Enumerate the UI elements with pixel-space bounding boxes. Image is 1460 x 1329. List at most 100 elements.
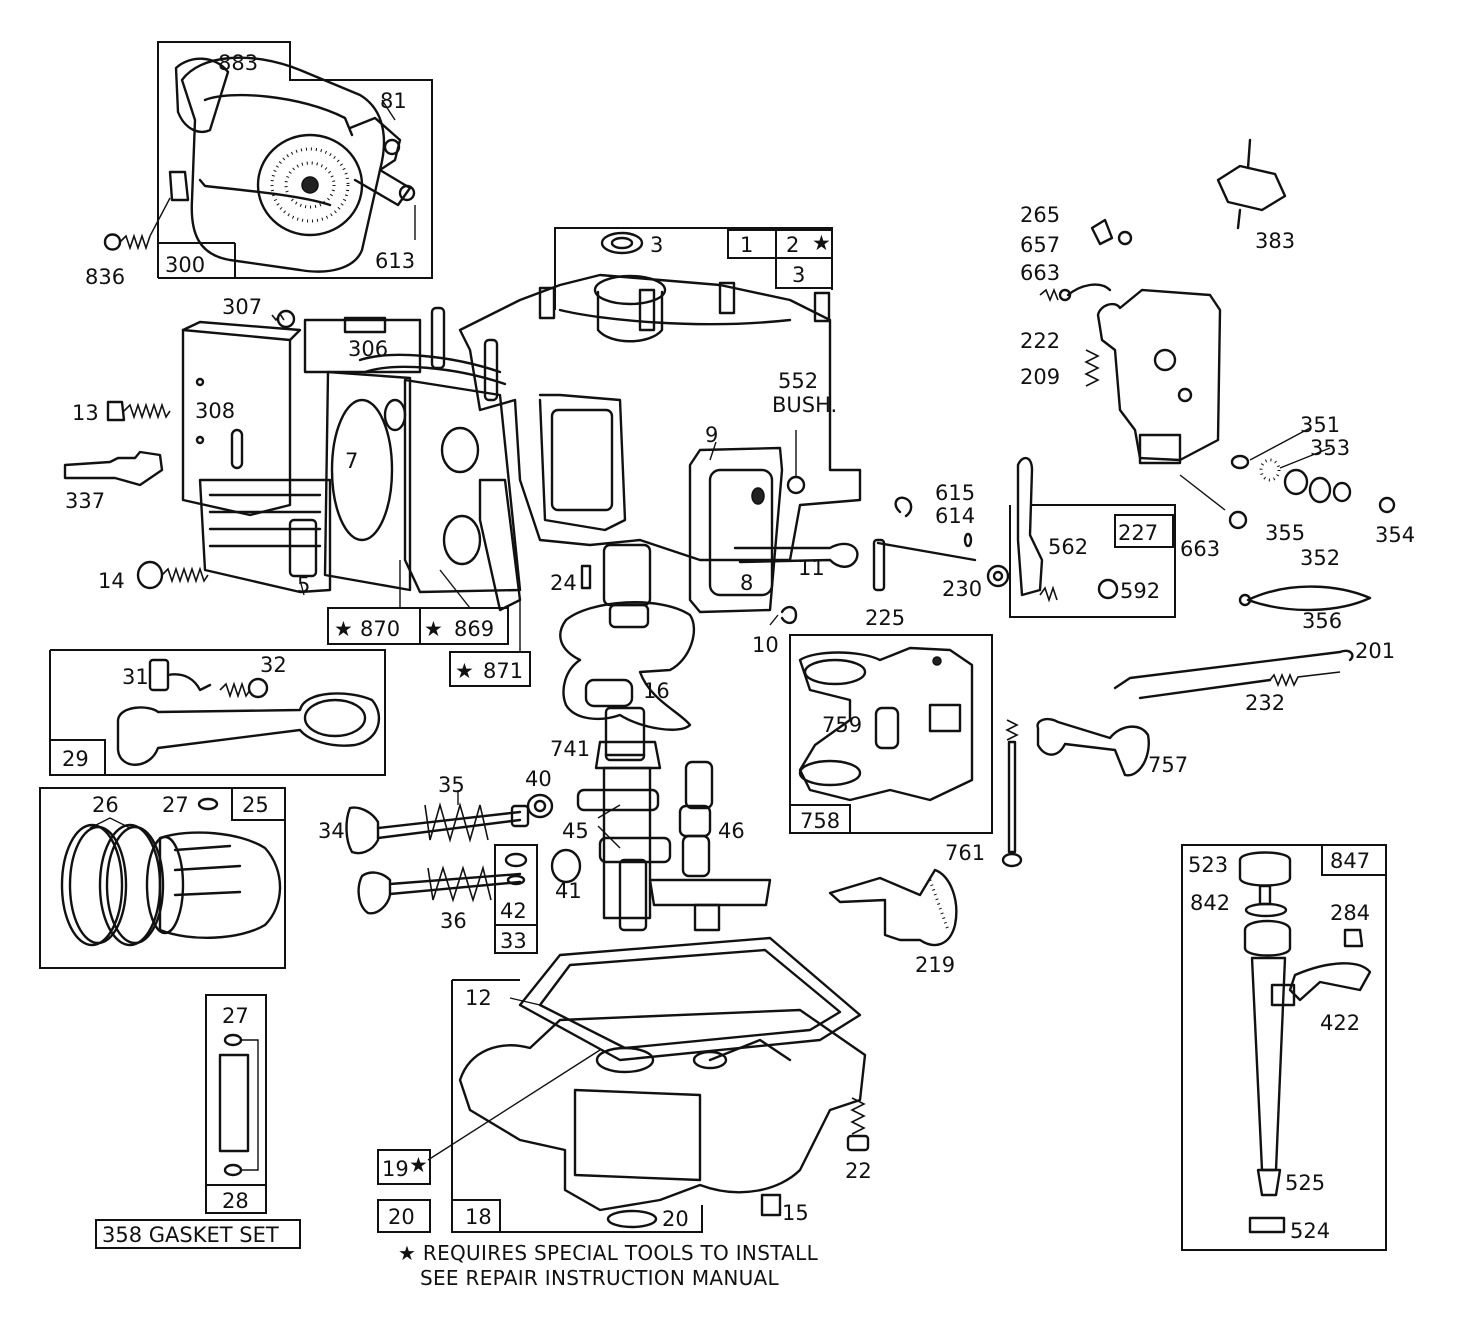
- part-33-box: [494, 924, 538, 954]
- label-46: 46: [718, 819, 745, 843]
- label-18: 18: [465, 1205, 492, 1229]
- part-29-box: [49, 739, 106, 776]
- label-592: 592: [1120, 579, 1160, 603]
- label-871: 871: [483, 659, 523, 683]
- footnote-line-2: SEE REPAIR INSTRUCTION MANUAL: [420, 1266, 780, 1290]
- label-759: 759: [822, 713, 862, 737]
- label-306: 306: [348, 337, 388, 361]
- conrod-box-top: [50, 649, 386, 700]
- label-663a: 663: [1020, 261, 1060, 285]
- part-18-box: [451, 1199, 501, 1233]
- label-871-star: ★: [455, 659, 474, 683]
- cylinder-block-group: [458, 227, 862, 626]
- label-34: 34: [318, 819, 345, 843]
- control-bracket-group: [872, 138, 1396, 700]
- part-227-group-box: [1009, 504, 1176, 618]
- label-29: 29: [62, 747, 89, 771]
- part-383: [1216, 164, 1287, 212]
- label-758: 758: [800, 809, 840, 833]
- part-847-box: [1321, 844, 1387, 876]
- footnote-line-1: ★ REQUIRES SPECIAL TOOLS TO INSTALL: [398, 1241, 819, 1265]
- label-300: 300: [165, 253, 205, 277]
- label-232: 232: [1245, 691, 1285, 715]
- crankshaft: [559, 543, 696, 932]
- seal-3: [600, 231, 644, 255]
- label-757: 757: [1148, 753, 1188, 777]
- label-1: 1: [740, 233, 753, 257]
- label-308: 308: [195, 399, 235, 423]
- label-41: 41: [555, 879, 582, 903]
- label-615: 615: [935, 481, 975, 505]
- air-cleaner-group: [103, 41, 433, 279]
- label-40: 40: [525, 767, 552, 791]
- label-11: 11: [798, 556, 825, 580]
- label-353: 353: [1310, 436, 1350, 460]
- label-32: 32: [260, 653, 287, 677]
- label-657: 657: [1020, 233, 1060, 257]
- label-869-star: ★: [424, 617, 443, 641]
- label-20b: 20: [662, 1207, 689, 1231]
- part-28-box: [205, 1184, 267, 1214]
- label-35: 35: [438, 773, 465, 797]
- label-24: 24: [550, 571, 577, 595]
- label-209: 209: [1020, 365, 1060, 389]
- label-869: 869: [454, 617, 494, 641]
- part-757: [1036, 717, 1150, 777]
- label-613: 613: [375, 249, 415, 273]
- part-25-box: [231, 787, 286, 821]
- label-7: 7: [345, 449, 358, 473]
- label-836: 836: [85, 265, 125, 289]
- label-523: 523: [1188, 853, 1228, 877]
- label-31: 31: [122, 665, 149, 689]
- label-28: 28: [222, 1189, 249, 1213]
- label-265: 265: [1020, 203, 1060, 227]
- cylinder-shroud: [181, 328, 292, 517]
- part-20-box: [377, 1199, 431, 1233]
- label-14: 14: [98, 569, 125, 593]
- label-27a: 27: [162, 793, 189, 817]
- label-19-star: ★: [409, 1153, 428, 1177]
- control-bracket: [1096, 288, 1222, 462]
- sump-gasket: [518, 936, 862, 1062]
- label-2-star: ★: [812, 231, 831, 255]
- part-227-box: [1114, 514, 1174, 548]
- gasket-set-group: [95, 994, 301, 1249]
- label-3b: 3: [792, 263, 805, 287]
- label-614: 614: [935, 504, 975, 528]
- label-bush: BUSH.: [772, 393, 837, 417]
- connecting-rod-group: [49, 649, 386, 776]
- label-284: 284: [1330, 901, 1370, 925]
- part-219: [828, 868, 958, 947]
- label-358-gasket-set: 358 GASKET SET: [102, 1223, 279, 1247]
- cylinder-head: [403, 378, 522, 594]
- label-36: 36: [440, 909, 467, 933]
- part-19-box: [377, 1149, 431, 1185]
- sump-group: [377, 936, 870, 1233]
- label-42: 42: [500, 899, 527, 923]
- sump-box: [451, 980, 703, 1233]
- piston-ring-1: [60, 823, 124, 947]
- label-222: 222: [1020, 329, 1060, 353]
- part-871-box: [449, 651, 531, 687]
- piston: [158, 831, 282, 939]
- dipstick-group: [1181, 844, 1387, 1251]
- label-422: 422: [1320, 1011, 1360, 1035]
- part-758-box: [789, 634, 993, 834]
- label-761: 761: [945, 841, 985, 865]
- label-355: 355: [1265, 521, 1305, 545]
- air-cleaner-cover: [180, 56, 386, 273]
- cylinder-head-assembly-758: [789, 634, 1150, 947]
- label-870-star: ★: [334, 617, 353, 641]
- label-552: 552: [778, 369, 818, 393]
- label-230: 230: [942, 577, 982, 601]
- label-741: 741: [550, 737, 590, 761]
- label-354: 354: [1375, 523, 1415, 547]
- label-20a: 20: [388, 1205, 415, 1229]
- label-45: 45: [562, 819, 589, 843]
- piston-group: [39, 787, 286, 969]
- label-219: 219: [915, 953, 955, 977]
- label-3a: 3: [650, 233, 663, 257]
- gasket-set-label-box: [95, 1219, 301, 1249]
- label-356: 356: [1302, 609, 1342, 633]
